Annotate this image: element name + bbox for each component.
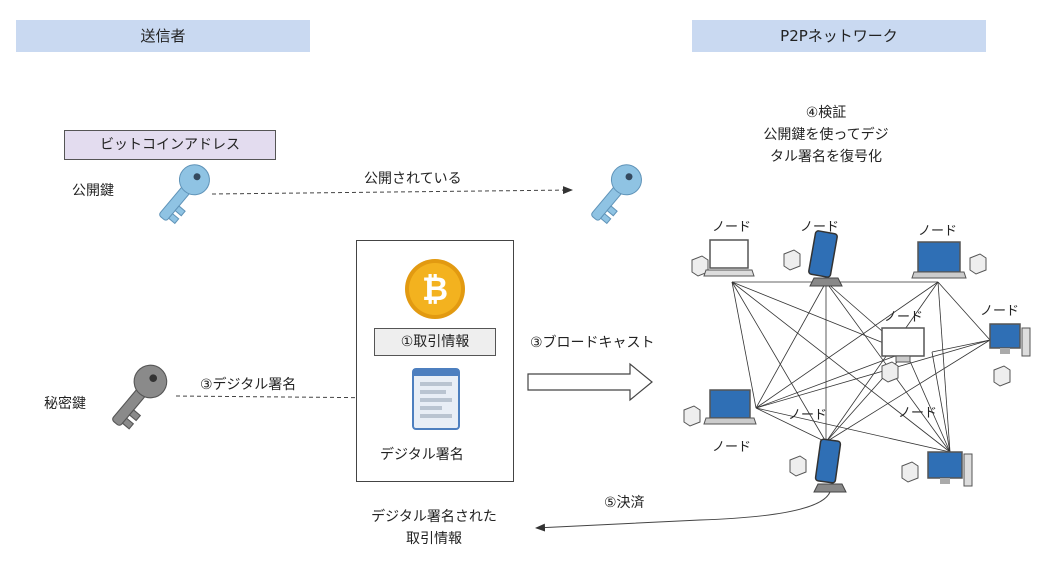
verify-step: ④検証	[805, 105, 847, 121]
document-icon	[412, 368, 460, 430]
public-key-icon-network	[591, 164, 642, 225]
node-label-1: ノード	[712, 220, 752, 235]
settlement-label: ⑤決済	[604, 495, 645, 511]
node-desktop-2	[901, 451, 973, 487]
node-laptop-1	[691, 239, 755, 277]
node-laptop-3	[683, 389, 757, 427]
public-key-label: 公開鍵	[72, 183, 114, 199]
public-arrow-label: 公開されている	[364, 171, 462, 187]
node-desktop-1	[989, 323, 1031, 387]
verify-line3: タル署名を復号化	[770, 149, 882, 165]
node-label-6: ノード	[712, 440, 752, 455]
node-label-2: ノード	[800, 220, 840, 235]
public-key-icon	[159, 164, 210, 225]
node-tablet-1	[783, 230, 843, 287]
node-label-3: ノード	[918, 224, 958, 239]
node-label-8: ノード	[898, 406, 938, 421]
transaction-info-box: ①取引情報	[374, 328, 496, 356]
svg-text:₿: ₿	[422, 270, 448, 308]
signature-label: デジタル署名	[380, 447, 464, 463]
sender-header: 送信者	[16, 20, 310, 52]
bitcoin-coin-icon: ₿	[405, 259, 465, 319]
verify-line2: 公開鍵を使ってデジ	[763, 127, 889, 143]
node-laptop-2	[911, 241, 987, 279]
broadcast-label: ③ブロードキャスト	[530, 335, 655, 351]
network-header: P2Pネットワーク	[692, 20, 986, 52]
node-label-4: ノード	[884, 310, 924, 325]
bitcoin-address-box: ビットコインアドレス	[64, 130, 276, 160]
broadcast-arrow	[527, 362, 653, 402]
private-key-icon	[112, 364, 168, 430]
node-tablet-2	[789, 438, 847, 493]
result-line2: 取引情報	[406, 531, 462, 547]
node-label-5: ノード	[980, 304, 1020, 319]
sign-arrow-label: ③デジタル署名	[200, 377, 297, 393]
result-line1: デジタル署名された	[371, 509, 497, 525]
private-key-label: 秘密鍵	[44, 396, 86, 412]
node-monitor-1	[881, 327, 925, 383]
node-label-7: ノード	[788, 408, 828, 423]
